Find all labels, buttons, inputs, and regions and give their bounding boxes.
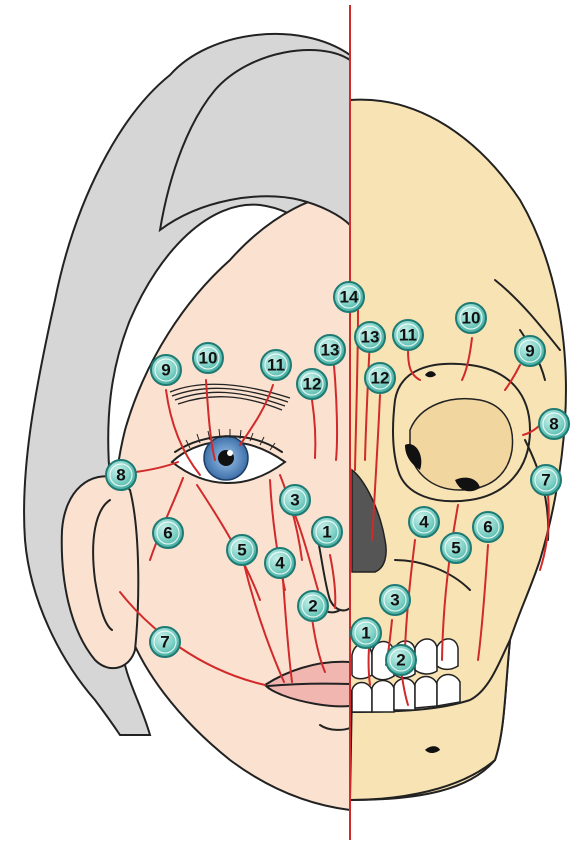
label-left-1: 1 [312,517,342,547]
label-right-7: 7 [531,465,561,495]
label-right-13: 13 [355,322,385,352]
svg-text:3: 3 [390,591,399,610]
svg-text:4: 4 [275,554,285,573]
svg-text:12: 12 [371,369,390,388]
svg-text:11: 11 [399,326,417,345]
svg-text:6: 6 [163,524,172,543]
label-right-3: 3 [380,585,410,615]
label-right-10: 10 [456,303,486,333]
label-left-6: 6 [153,518,183,548]
orbit-inner [410,399,513,490]
label-left-9: 9 [151,355,181,385]
svg-text:7: 7 [160,633,169,652]
svg-text:13: 13 [361,328,380,347]
label-left-12: 12 [297,369,327,399]
svg-text:1: 1 [322,523,331,542]
svg-text:8: 8 [549,415,558,434]
label-right-12: 12 [365,363,395,393]
svg-text:3: 3 [290,491,299,510]
label-right-5: 5 [441,533,471,563]
face-skin [114,194,350,810]
label-left-8: 8 [106,460,136,490]
label-left-3: 3 [280,485,310,515]
svg-text:10: 10 [462,309,481,328]
svg-text:7: 7 [541,471,550,490]
label-right-9: 9 [515,336,545,366]
svg-text:4: 4 [419,513,429,532]
svg-text:5: 5 [237,541,246,560]
label-left-5: 5 [227,535,257,565]
label-left-4: 4 [265,548,295,578]
label-left-7: 7 [150,627,180,657]
label-right-2: 2 [386,645,416,675]
svg-text:2: 2 [308,597,317,616]
svg-text:1: 1 [361,624,370,643]
label-left-11: 11 [261,350,291,380]
label-left-14: 14 [334,282,364,312]
label-right-4: 4 [409,507,439,537]
label-right-11: 11 [393,320,423,350]
svg-text:10: 10 [199,349,218,368]
svg-text:9: 9 [161,361,170,380]
label-right-8: 8 [539,409,569,439]
svg-text:8: 8 [116,466,125,485]
label-left-10: 10 [193,343,223,373]
label-left-2: 2 [298,591,328,621]
label-right-6: 6 [473,512,503,542]
svg-text:9: 9 [525,342,534,361]
svg-text:5: 5 [451,539,460,558]
svg-text:2: 2 [396,651,405,670]
svg-text:6: 6 [483,518,492,537]
svg-text:13: 13 [321,341,340,360]
svg-text:12: 12 [303,375,322,394]
svg-text:14: 14 [340,288,359,307]
label-right-1: 1 [351,618,381,648]
label-left-13: 13 [315,335,345,365]
svg-text:11: 11 [267,356,285,375]
